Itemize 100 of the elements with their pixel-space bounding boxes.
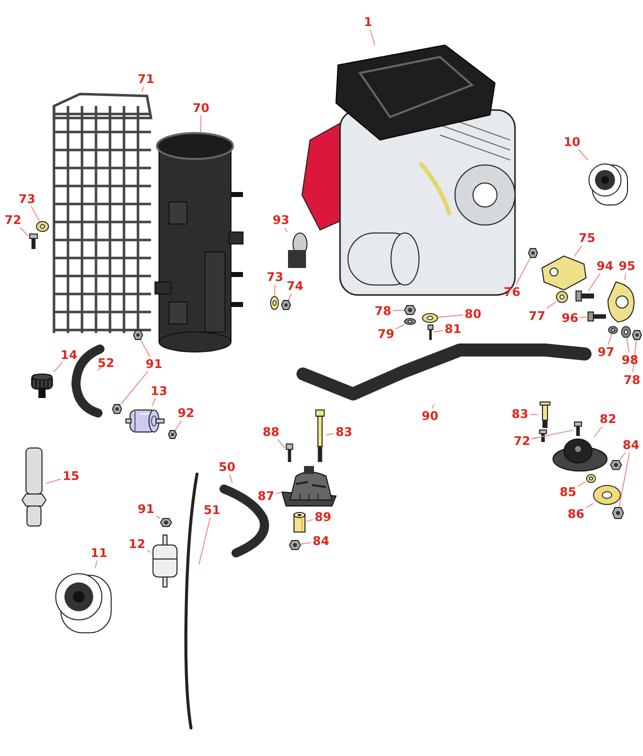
part-drawing	[538, 402, 552, 428]
leader-line	[626, 338, 630, 353]
part-drawing	[168, 430, 177, 439]
callout-number: 12	[127, 536, 147, 552]
leader-line	[30, 206, 40, 222]
callout-number: 14	[59, 348, 79, 362]
leader-line	[516, 258, 531, 285]
leader-line	[532, 430, 574, 440]
leader-line	[326, 433, 334, 436]
leader-line	[146, 550, 152, 553]
part-drawing	[608, 326, 618, 334]
callout-number: 96	[560, 310, 580, 326]
leader-line	[588, 273, 600, 292]
part-drawing	[538, 430, 548, 442]
callout-number: 70	[191, 100, 211, 116]
part-drawing	[576, 291, 594, 301]
leader-line	[174, 420, 182, 430]
callout-number: 95	[617, 258, 637, 274]
leader-line	[120, 371, 148, 404]
leader-line	[152, 398, 156, 406]
callout-number: 80	[463, 306, 483, 322]
leader-line	[618, 452, 630, 508]
part-drawing	[606, 280, 636, 324]
part-drawing	[281, 300, 291, 310]
callout-number: 85	[558, 484, 578, 500]
callout-number: 78	[373, 304, 393, 318]
leader-line	[434, 330, 444, 332]
callout-number: 91	[144, 356, 164, 372]
part-drawing	[112, 404, 122, 414]
leader-line	[392, 310, 404, 312]
part-drawing	[282, 466, 336, 506]
callout-number: 73	[17, 192, 37, 206]
callout-number: 82	[598, 412, 618, 426]
callout-number: 51	[202, 502, 222, 518]
part-drawing	[286, 232, 308, 270]
part-drawing	[404, 318, 416, 325]
part-drawing	[293, 512, 306, 534]
callout-number: 75	[577, 230, 597, 246]
callout-number: 83	[510, 406, 530, 422]
leader-line	[619, 452, 626, 460]
callout-number: 81	[443, 322, 463, 336]
leader-line	[574, 245, 582, 256]
part-drawing	[427, 325, 434, 340]
leader-line	[396, 324, 404, 330]
leader-line	[288, 293, 292, 300]
part-drawing	[422, 313, 438, 323]
callout-number: 91	[136, 502, 156, 516]
part-drawing	[528, 248, 538, 258]
leader-line	[276, 492, 282, 494]
callout-number: 15	[61, 468, 81, 484]
callout-number: 86	[566, 506, 586, 522]
part-drawing	[28, 234, 39, 249]
callout-number: 10	[562, 134, 582, 150]
leader-line	[432, 404, 434, 409]
part-drawing	[22, 448, 46, 526]
part-drawing	[36, 221, 49, 232]
leader-line	[274, 284, 276, 296]
part-drawing	[556, 291, 568, 303]
leader-line	[198, 517, 211, 565]
leader-line	[632, 340, 637, 373]
callout-number: 97	[596, 344, 616, 360]
callout-number: 50	[217, 460, 237, 474]
part-drawing	[289, 540, 301, 550]
callout-number: 76	[502, 284, 522, 300]
leader-line	[532, 436, 538, 440]
part-drawing	[593, 485, 621, 505]
callout-number: 78	[622, 372, 642, 388]
part-drawing	[552, 437, 608, 473]
callout-number: 93	[271, 212, 291, 228]
leader-line	[97, 366, 102, 371]
callout-number: 77	[527, 308, 547, 324]
leader-line	[586, 503, 594, 508]
leader-line	[300, 542, 312, 545]
leader-line	[594, 426, 603, 438]
leader-line	[546, 301, 556, 309]
leader-line	[578, 149, 588, 160]
callout-number: 84	[311, 534, 331, 548]
leader-line	[624, 273, 626, 280]
leader-line	[200, 115, 202, 132]
part-drawing	[612, 507, 624, 519]
callout-number: 72	[512, 434, 532, 448]
part-drawing	[285, 444, 294, 462]
leader-line	[438, 314, 464, 318]
leader-line	[229, 474, 233, 484]
callout-number: 79	[376, 326, 396, 342]
leader-line	[53, 362, 63, 372]
leader-line	[530, 414, 538, 416]
callout-number: 88	[261, 424, 281, 440]
part-drawing	[30, 372, 54, 398]
part-drawing	[588, 312, 606, 321]
callout-number: 1	[362, 14, 374, 30]
callout-number: 73	[265, 270, 285, 284]
callout-number: 71	[136, 72, 156, 86]
callout-number: 13	[149, 384, 169, 398]
part-drawing	[586, 474, 596, 483]
callout-number: 90	[420, 408, 440, 424]
callout-number: 83	[334, 424, 354, 440]
part-drawing	[314, 410, 326, 462]
leader-line	[580, 316, 588, 318]
leader-line	[370, 29, 376, 46]
